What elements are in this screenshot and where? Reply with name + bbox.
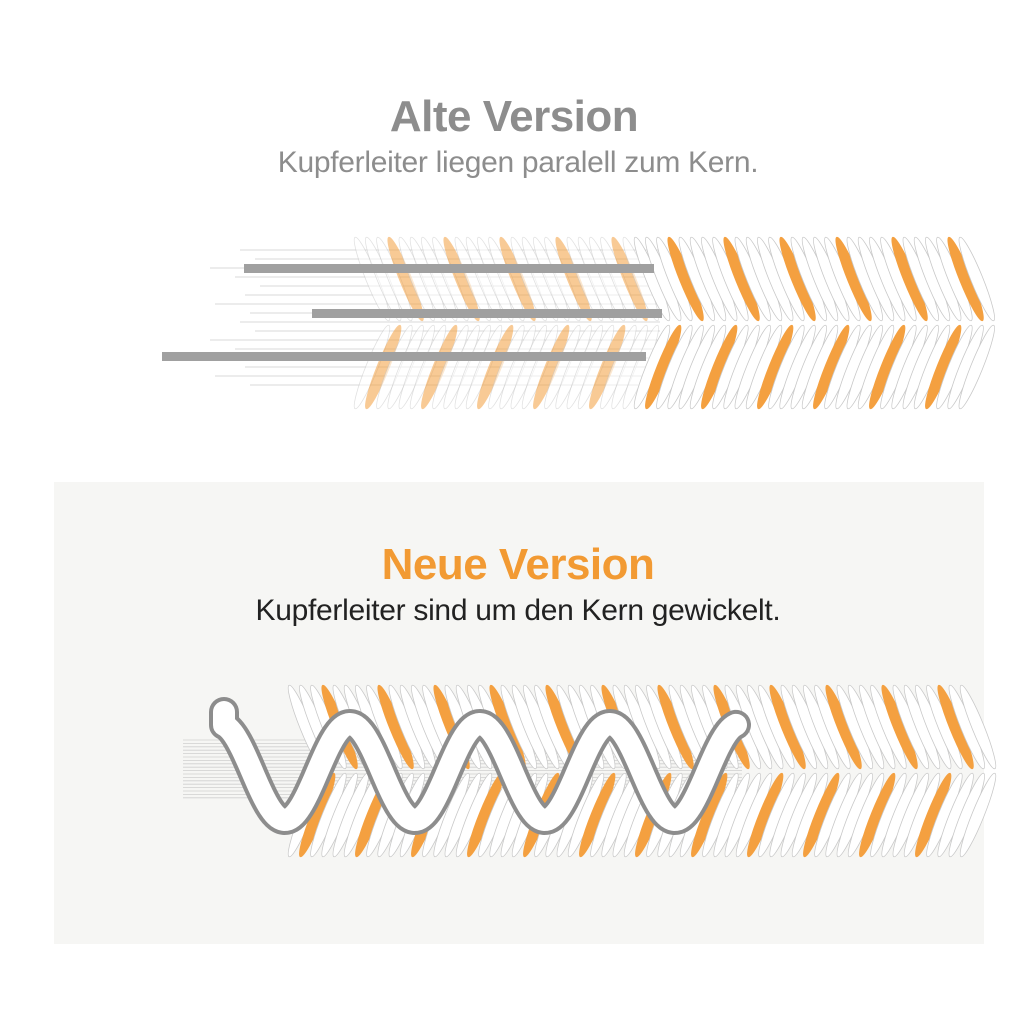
old-braid-pattern [353, 236, 995, 410]
old-version-title: Alte Version [389, 92, 639, 141]
new-version-section: Neue Version Kupferleiter sind um den Ke… [54, 482, 997, 944]
braid-strand-white [958, 236, 995, 322]
conductor-bar [244, 264, 654, 273]
braid-strand-white [958, 324, 995, 410]
new-wound-conductor [209, 697, 751, 835]
old-version-subtitle: Kupferleiter liegen paralell zum Kern. [277, 146, 759, 179]
braid-strand-white [959, 772, 997, 858]
new-version-subtitle: Kupferleiter sind um den Kern gewickelt. [255, 594, 781, 627]
conductor-bar [162, 352, 646, 361]
coil-core [213, 701, 747, 831]
conductor-bar [312, 309, 662, 318]
braid-strand-white [959, 684, 997, 770]
new-version-title: Neue Version [381, 540, 655, 589]
old-version-section: Alte Version Kupferleiter liegen paralel… [0, 0, 1036, 470]
old-cable-illustration [162, 236, 995, 410]
old-parallel-conductors [162, 264, 662, 361]
